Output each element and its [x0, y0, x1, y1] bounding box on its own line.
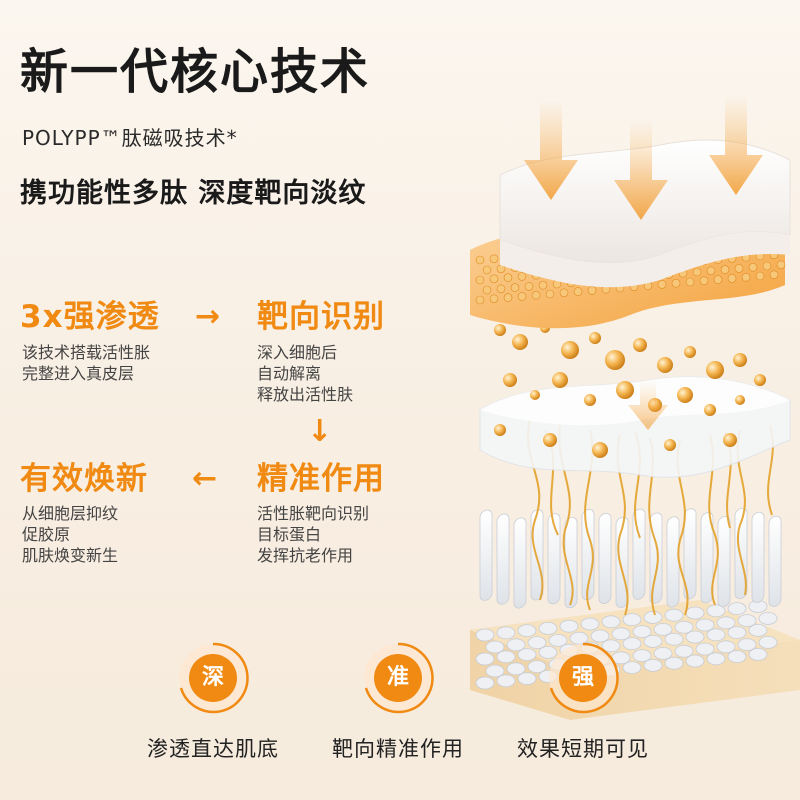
arrow-down-icon: ↓ [307, 414, 333, 449]
step-4-description: 从细胞层抑纹 促胶原 肌肤焕变新生 [22, 503, 222, 566]
step-4-line: 促胶原 [22, 525, 71, 544]
step-3-title: 精准作用 [257, 461, 385, 497]
step-4-line: 从细胞层抑纹 [22, 504, 119, 523]
badge-char: 强 [559, 654, 607, 702]
step-3-description: 活性胀靶向识别 目标蛋白 发挥抗老作用 [257, 503, 457, 566]
epidermis-membrane-layer [479, 376, 791, 478]
step-4-line: 肌肤焕变新生 [22, 546, 119, 565]
step-2-line: 自动解离 [257, 364, 322, 383]
badge-label-precise: 靶向精准作用 [332, 737, 464, 761]
arrow-right-icon: → [195, 299, 221, 334]
step-2-line: 释放出活性肤 [257, 385, 354, 404]
technology-subtitle: POLYPP™肽磁吸技术* [22, 126, 238, 150]
step-1-line: 该技术搭载活性胀 [22, 343, 151, 362]
step-1-description: 该技术搭载活性胀 完整进入真皮层 [22, 342, 222, 384]
badge-label-deep: 渗透直达肌底 [147, 737, 279, 761]
step-2-line: 深入细胞后 [257, 343, 338, 362]
deep-badge: 深 [175, 640, 251, 716]
step-3-line: 活性胀靶向识别 [257, 504, 370, 523]
step-2-description: 深入细胞后 自动解离 释放出活性肤 [257, 342, 457, 405]
badge-char: 深 [189, 654, 237, 702]
step-3-line: 发挥抗老作用 [257, 546, 354, 565]
page-title: 新一代核心技术 [20, 44, 371, 100]
arrow-left-icon: ← [192, 461, 218, 496]
badge-label-strong: 效果短期可见 [517, 737, 649, 761]
badge-char: 准 [374, 654, 422, 702]
step-4-title: 有效焕新 [20, 461, 148, 497]
penetration-arrows [524, 95, 763, 430]
step-1-title: 3x强渗透 [20, 299, 160, 335]
collagen-tube-layer [479, 507, 782, 609]
precise-badge: 准 [360, 640, 436, 716]
strong-badge: 强 [545, 640, 621, 716]
step-1-line: 完整进入真皮层 [22, 364, 135, 383]
step-3-line: 目标蛋白 [257, 525, 322, 544]
step-2-title: 靶向识别 [257, 299, 385, 335]
tagline: 携功能性多肽 深度靶向淡纹 [20, 178, 367, 209]
peptide-droplets [494, 323, 766, 458]
